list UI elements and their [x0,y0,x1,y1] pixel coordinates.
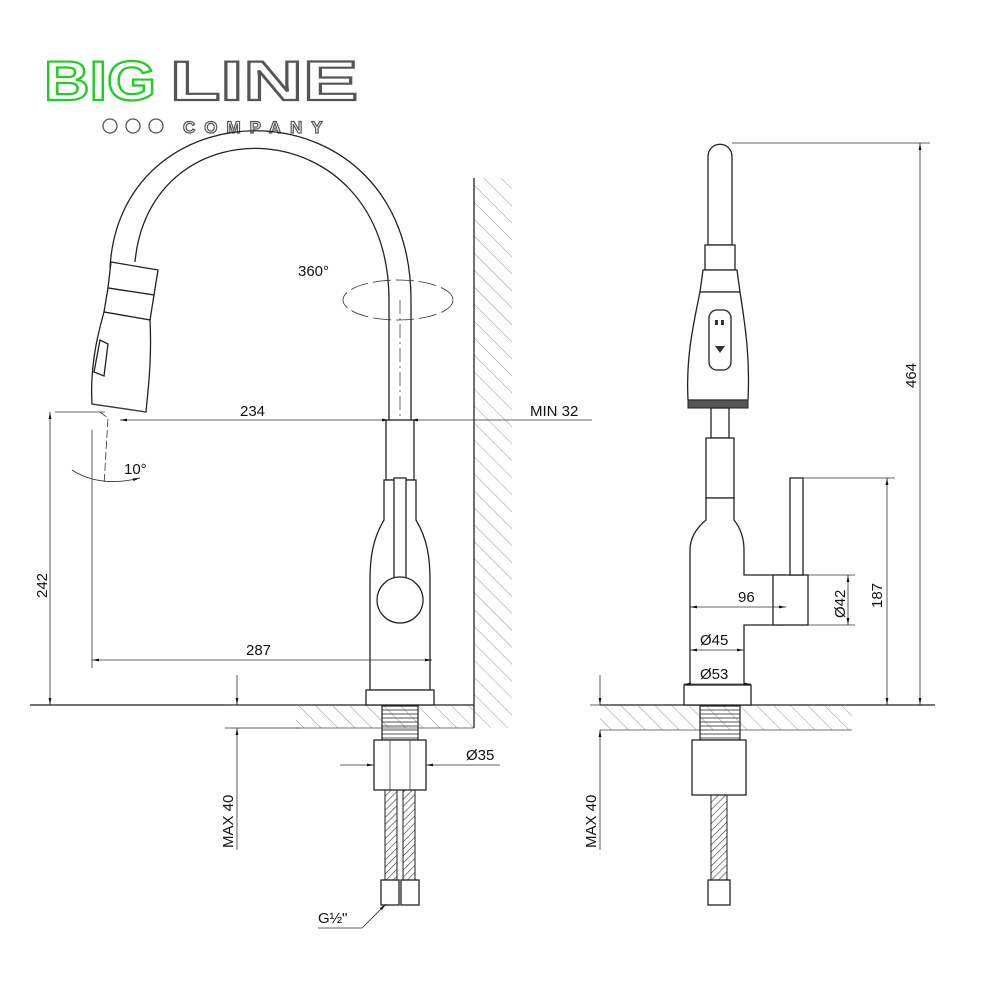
base-diameter-label: Ø53 [700,666,728,683]
faucet-body [365,419,435,706]
logo-tagline: COMPANY [183,118,332,137]
side-handle [772,574,809,626]
side-max-thickness-label: MAX 40 [583,795,600,848]
lever [393,477,407,579]
wall-clearance-label: MIN 32 [530,403,578,420]
base-reach-label: 287 [246,642,271,659]
side-faucet [683,143,809,906]
handle-cartridge [376,576,424,624]
front-underside [373,705,427,906]
rotation-label: 360° [298,263,329,280]
spout-height-label: 242 [34,573,51,598]
spray-mode-button [708,309,732,371]
handle-diameter-label: Ø42 [832,590,849,618]
handle-height-label: 187 [869,583,886,608]
spray-angle-label: 10° [124,461,147,478]
logo-line: LINE [170,49,358,112]
spray-head [90,261,159,413]
shank-diameter-label: Ø35 [466,747,494,764]
spout-outer [134,147,390,420]
total-height-label: 464 [903,363,920,388]
logo-circle [102,118,118,134]
rotation-ellipse [342,279,454,321]
angle-arc [71,469,141,482]
max-thickness-label: MAX 40 [220,795,237,848]
spout-inner [109,130,412,420]
logo-circle [148,118,164,134]
thread-label: G½" [318,910,348,927]
front-view: 360° 10° 2 [30,130,592,929]
side-view: 464 187 Ø42 96 Ø45 Ø53 MAX 40 [583,142,935,906]
stream-mode-icon [715,320,718,325]
bigline-logo: BIG LINE COMPANY [43,48,359,138]
logo-circle [125,118,141,134]
side-lever [789,477,804,576]
spray-mode-icon [715,346,725,353]
spout-reach-label: 234 [240,403,265,420]
body-diameter-label: Ø45 [700,632,728,649]
handle-reach-label: 96 [738,589,755,606]
logo-big: BIG [44,49,156,112]
wall-hatch [474,178,512,728]
